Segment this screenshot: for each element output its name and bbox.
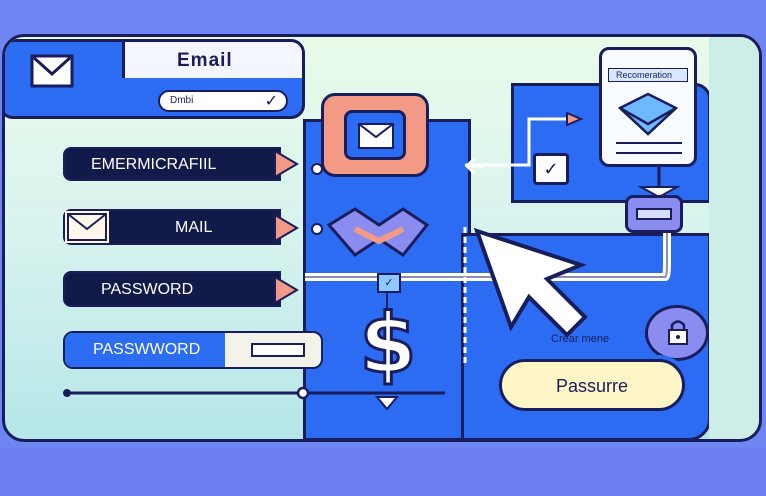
- envelope-icon: [617, 92, 679, 136]
- cursor-icon: [471, 227, 601, 352]
- check-icon[interactable]: ✓: [533, 153, 569, 185]
- chevron-icon: [323, 203, 433, 268]
- email-field-value: Dmbi: [170, 95, 194, 106]
- phone-header: Recomeration: [616, 70, 673, 80]
- lock-caption: Crear mene: [551, 333, 610, 345]
- field-row-2[interactable]: MAIL: [63, 209, 281, 245]
- phone-card: Recomeration: [599, 47, 697, 167]
- email-field[interactable]: Dmbi ✓: [158, 90, 288, 112]
- connector-dot: [311, 223, 323, 235]
- field-label: MAIL: [175, 219, 213, 236]
- field-row-1[interactable]: EMERMICRAFIIL: [63, 147, 281, 181]
- right-edge-band: [709, 37, 759, 439]
- field-label: EMERMICRAFIIL: [91, 156, 217, 173]
- field-row-1-arrow: [273, 149, 301, 184]
- connector-dot: [311, 163, 323, 175]
- field-row-3[interactable]: PASSWORD: [63, 271, 281, 307]
- submit-button-label: Passurre: [556, 376, 629, 396]
- email-card-title: Email: [177, 50, 233, 71]
- back-arrow-icon: [464, 156, 485, 176]
- field-label: PASSWWORD: [93, 341, 201, 358]
- lock-icon[interactable]: [645, 305, 709, 361]
- check-icon: ✓: [264, 93, 278, 110]
- envelope-icon: [358, 123, 394, 149]
- field-row-4[interactable]: PASSWWORD: [63, 331, 323, 369]
- field-label: PASSWORD: [101, 281, 194, 298]
- envelope-icon: [67, 213, 107, 241]
- main-frame: Email Dmbi ✓ EMERMICRAFIIL MAIL PASSWORD…: [2, 34, 762, 442]
- field-row-2-arrow: [273, 213, 301, 248]
- submit-button[interactable]: Passurre: [499, 359, 685, 411]
- card-icon[interactable]: [625, 195, 683, 233]
- mail-tile-icon[interactable]: [321, 93, 429, 177]
- connector-lines: [63, 111, 705, 411]
- dollar-icon: $: [358, 296, 418, 394]
- floor-band: [0, 448, 766, 496]
- small-check-box[interactable]: ✓: [377, 273, 401, 293]
- envelope-icon: [30, 54, 74, 93]
- field-row-3-arrow: [273, 275, 301, 310]
- email-card: Email Dmbi ✓: [5, 39, 305, 119]
